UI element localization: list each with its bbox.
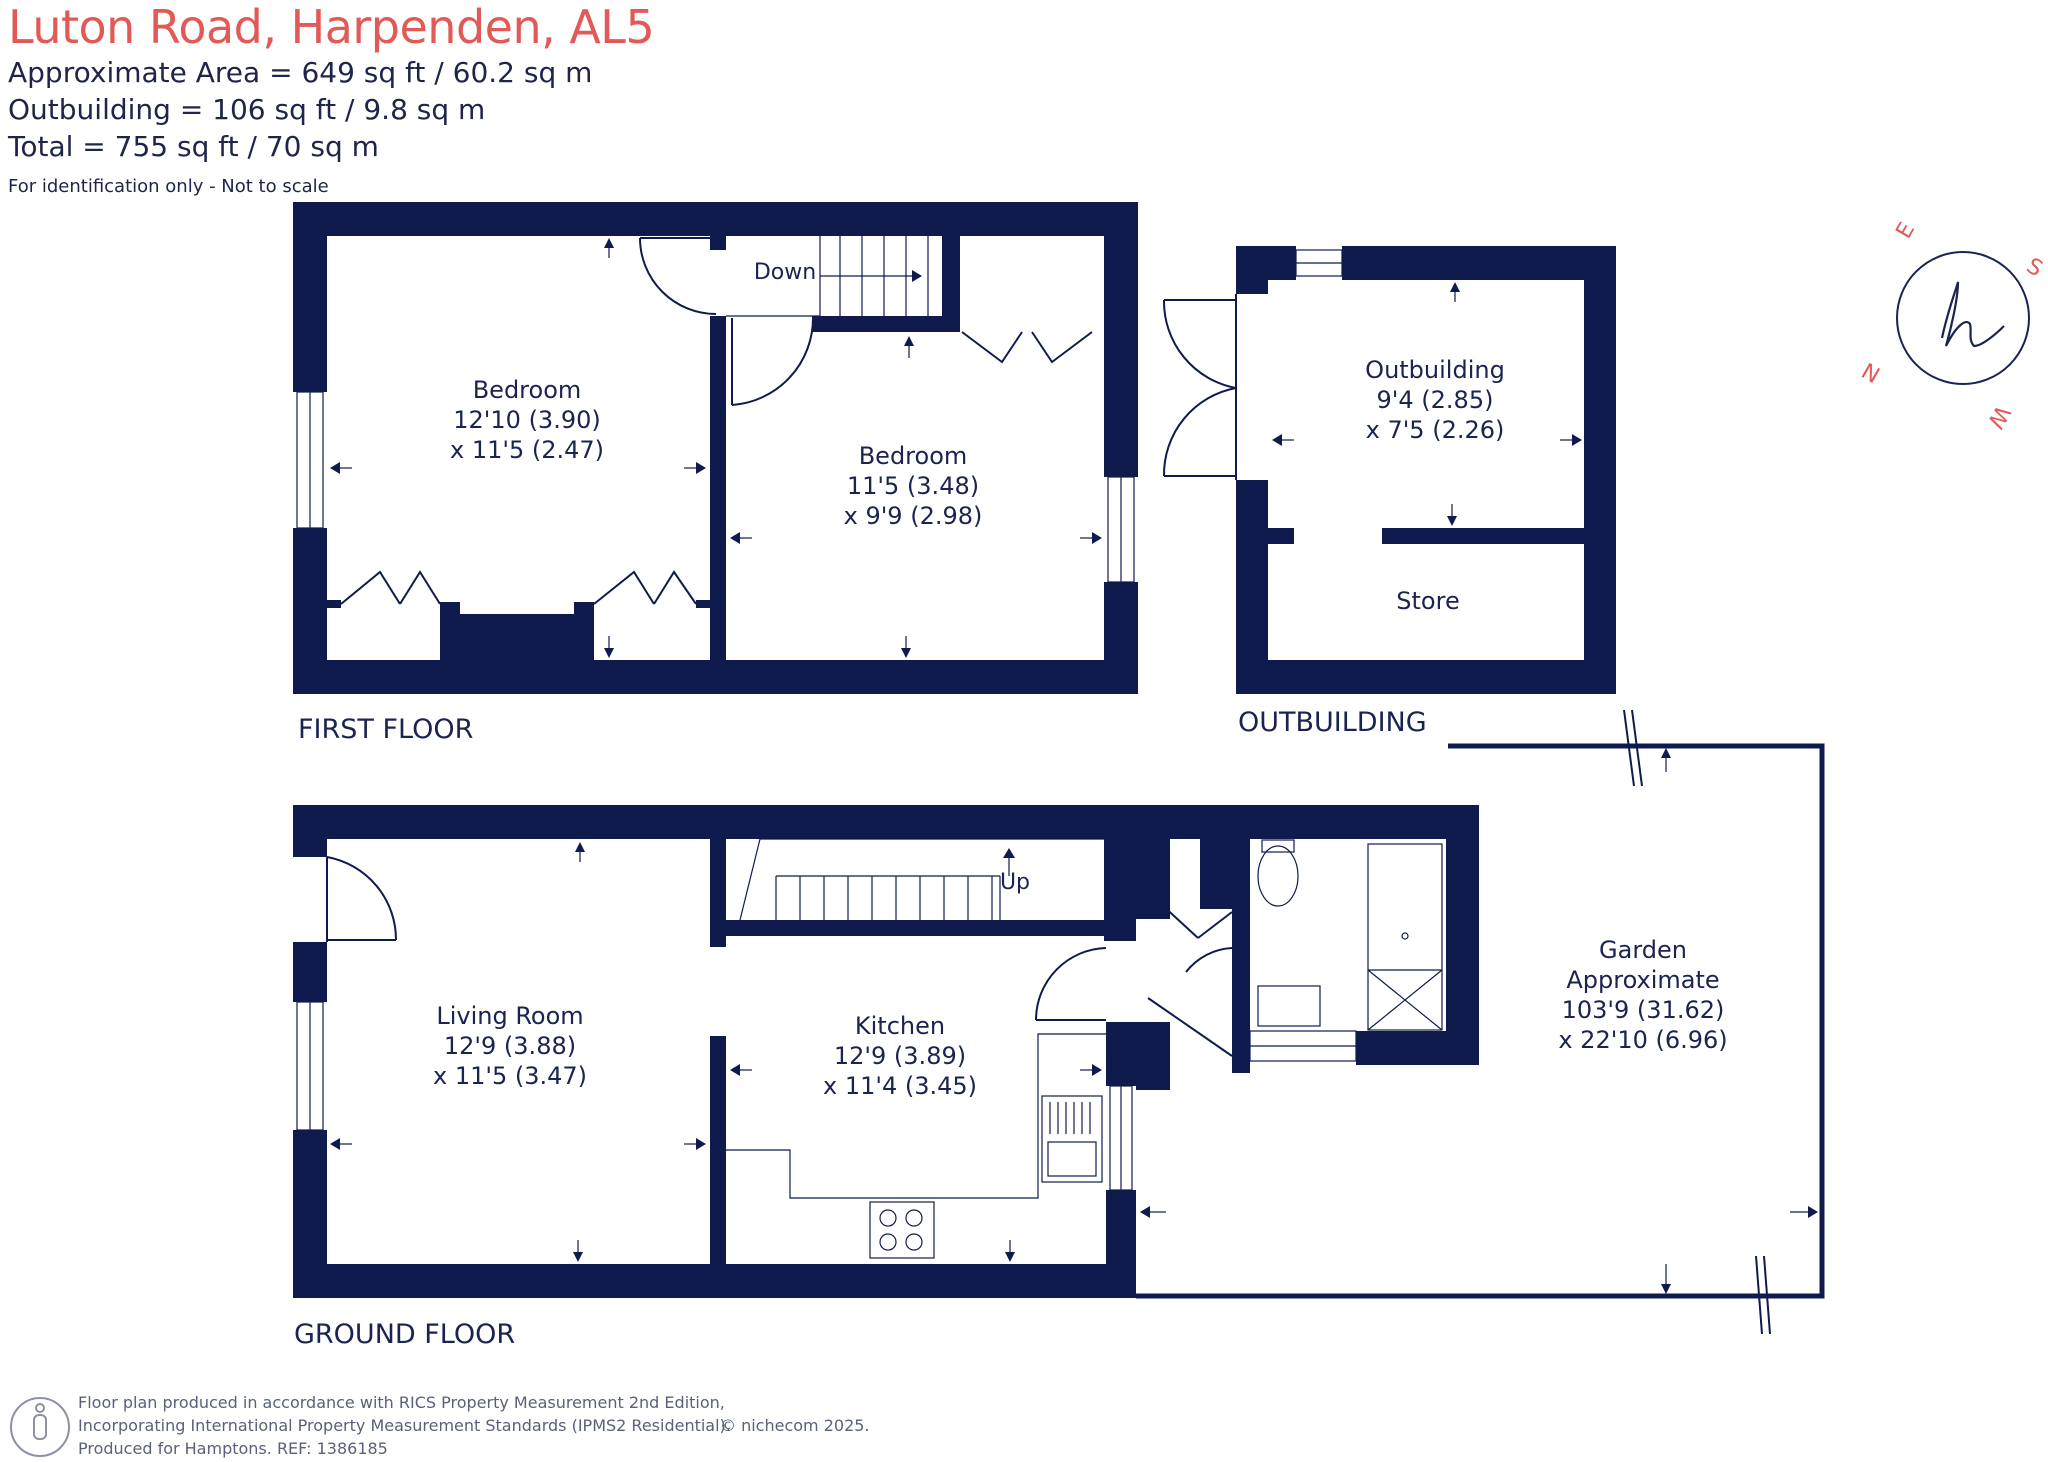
garden-name: Garden: [1599, 936, 1687, 964]
outbuilding-dim1: 9'4 (2.85): [1377, 386, 1494, 414]
person-icon: [10, 1397, 70, 1457]
compass-e: E: [1892, 218, 1921, 243]
stairs-down-label: Down: [754, 260, 816, 285]
footer-line-1: Floor plan produced in accordance with R…: [78, 1393, 725, 1412]
compass-icon: E S W N: [1858, 218, 2046, 432]
living-room-name: Living Room: [436, 1002, 583, 1030]
compass-s: S: [2022, 254, 2047, 283]
first-floor-label: FIRST FLOOR: [298, 714, 473, 745]
copyright-notice: © nichecom 2025.: [720, 1416, 870, 1435]
bedroom2-dim2: x 9'9 (2.98): [844, 502, 983, 530]
garden-dim1: 103'9 (31.62): [1562, 996, 1725, 1024]
living-room-dim2: x 11'5 (3.47): [433, 1062, 587, 1090]
ground-floor-label: GROUND FLOOR: [294, 1319, 515, 1350]
bedroom1-dim1: 12'10 (3.90): [453, 406, 600, 434]
total-area: Total = 755 sq ft / 70 sq m: [8, 130, 379, 163]
garden-dim2: x 22'10 (6.96): [1558, 1026, 1727, 1054]
kitchen-dim2: x 11'4 (3.45): [823, 1072, 977, 1100]
first-floor-plan: [293, 202, 1138, 694]
kitchen-dim1: 12'9 (3.89): [834, 1042, 966, 1070]
ground-floor-plan: [293, 709, 1825, 1335]
outbuilding-name: Outbuilding: [1365, 356, 1505, 384]
dimension-arrows: [330, 238, 1818, 1294]
living-room-dim1: 12'9 (3.88): [444, 1032, 576, 1060]
stairs-up-label: Up: [1000, 870, 1030, 895]
bedroom2-dim1: 11'5 (3.48): [847, 472, 979, 500]
bedroom1-dim2: x 11'5 (2.47): [450, 436, 604, 464]
outbuilding-area: Outbuilding = 106 sq ft / 9.8 sq m: [8, 93, 486, 126]
scale-note: For identification only - Not to scale: [8, 176, 329, 197]
approximate-area: Approximate Area = 649 sq ft / 60.2 sq m: [8, 56, 593, 89]
room-labels: Bedroom 12'10 (3.90) x 11'5 (2.47) Bedro…: [294, 260, 1728, 1350]
store-name: Store: [1396, 587, 1459, 615]
garden-approximate: Approximate: [1566, 966, 1719, 994]
outbuilding-dim2: x 7'5 (2.26): [1366, 416, 1505, 444]
property-title: Luton Road, Harpenden, AL5: [8, 0, 655, 54]
compass-n: N: [1858, 357, 1885, 387]
bedroom2-name: Bedroom: [859, 442, 968, 470]
footer-line-3: Produced for Hamptons. REF: 1386185: [78, 1439, 388, 1458]
footer-line-2: Incorporating International Property Mea…: [78, 1416, 731, 1435]
compass-w: W: [1982, 401, 2015, 433]
kitchen-name: Kitchen: [855, 1012, 945, 1040]
outbuilding-label: OUTBUILDING: [1238, 707, 1427, 738]
bedroom1-name: Bedroom: [473, 376, 582, 404]
outbuilding-plan: [1162, 246, 1616, 694]
